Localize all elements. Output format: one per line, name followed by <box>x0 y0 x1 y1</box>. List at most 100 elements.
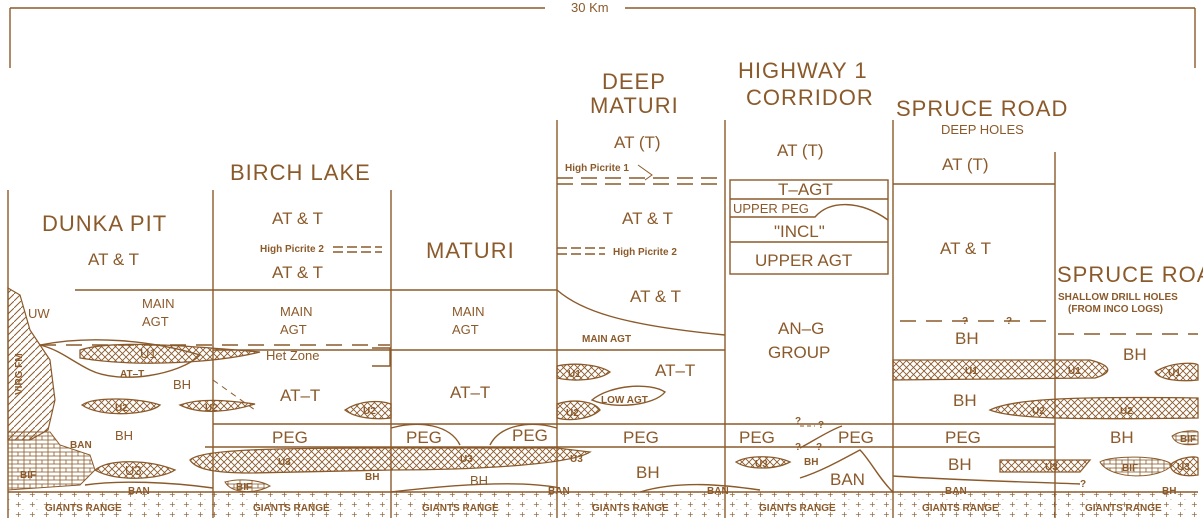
unit-label: GIANTS RANGE <box>253 503 330 514</box>
unit-label: U1 <box>568 369 581 380</box>
unit-label: AT–T <box>280 386 320 405</box>
unit-label: GIANTS RANGE <box>759 503 836 514</box>
unit-label: U2 <box>363 406 376 417</box>
unit-label: BH <box>1162 486 1176 497</box>
unit-label: BH <box>804 457 818 468</box>
unit-label: BAN <box>70 440 92 451</box>
unit-label: U2 <box>1120 406 1133 417</box>
unit-label: GIANTS RANGE <box>1085 503 1162 514</box>
unit-label: AN–G <box>778 319 824 338</box>
u1-unit <box>80 344 260 363</box>
unit-label: U2 <box>115 403 128 414</box>
unit-label: AT & T <box>622 209 673 228</box>
unit-label: BH <box>365 472 379 483</box>
unit-label: U1 <box>140 346 157 361</box>
unit-label: (FROM INCO LOGS) <box>1068 304 1163 315</box>
unit-label: AT (T) <box>614 133 661 152</box>
unit-label: "INCL" <box>774 222 825 241</box>
unit-label: U1 <box>965 366 978 377</box>
unit-label: ? <box>795 416 801 427</box>
unit-label: BH <box>115 428 133 443</box>
unit-label: ? <box>1006 316 1012 327</box>
unit-label: DEEP HOLES <box>941 122 1024 137</box>
column-title: SPRUCE ROAD <box>896 96 1068 121</box>
column-title: BIRCH LAKE <box>230 160 371 185</box>
unit-label: AT (T) <box>777 141 824 160</box>
unit-label: U3 <box>755 459 768 470</box>
unit-label: High Picrite 2 <box>613 247 677 258</box>
unit-label: High Picrite 2 <box>260 244 324 255</box>
unit-label: MAIN <box>452 304 485 319</box>
scale-label: 30 Km <box>571 0 609 15</box>
unit-label: BAN <box>548 486 570 497</box>
unit-label: PEG <box>512 426 548 445</box>
unit-label: ? <box>1080 479 1086 490</box>
unit-label: SHALLOW DRILL HOLES <box>1058 292 1178 303</box>
unit-label: ? <box>818 420 824 431</box>
unit-label: AT (T) <box>942 155 989 174</box>
u1-unit <box>557 364 610 380</box>
unit-label: U3 <box>1177 462 1190 473</box>
unit-label: GIANTS RANGE <box>422 503 499 514</box>
column-deep-maturi: DEEP MATURI AT (T) High Picrite 1 AT & T… <box>557 69 760 497</box>
unit-label: U2 <box>205 403 218 414</box>
unit-label: PEG <box>945 428 981 447</box>
unit-label: MAIN <box>280 304 313 319</box>
unit-label: BIF <box>236 482 252 493</box>
unit-label: AT & T <box>630 287 681 306</box>
unit-label: T–AGT <box>778 180 833 199</box>
column-title: DUNKA PIT <box>42 211 167 236</box>
unit-label: U3 <box>1045 462 1058 473</box>
unit-label: BIF <box>1180 434 1196 445</box>
unit-label: U3 <box>570 454 583 465</box>
unit-label: PEG <box>739 428 775 447</box>
unit-label: PEG <box>623 428 659 447</box>
unit-label: BH <box>1110 428 1134 447</box>
unit-label: High Picrite 1 <box>565 163 629 174</box>
unit-label: UPPER PEG <box>733 201 809 216</box>
unit-label: AT & T <box>88 250 139 269</box>
unit-label: AGT <box>280 322 307 337</box>
unit-label: BH <box>955 329 979 348</box>
unit-label: BH <box>470 473 488 488</box>
u2-unit <box>990 398 1198 419</box>
unit-label: U1 <box>1068 366 1081 377</box>
unit-label: U3 <box>125 463 142 478</box>
unit-label: BH <box>173 377 191 392</box>
column-highway-1: HIGHWAY 1 CORRIDOR AT (T) T–AGT UPPER PE… <box>730 58 893 492</box>
unit-label: GIANTS RANGE <box>592 503 669 514</box>
u3-unit <box>190 448 590 473</box>
unit-label: ? <box>816 442 822 453</box>
unit-label: AGT <box>452 322 479 337</box>
column-title: MATURI <box>590 93 679 118</box>
unit-label: BIF <box>1122 463 1138 474</box>
column-title: SPRUCE ROAD <box>1057 262 1203 287</box>
unit-label: GIANTS RANGE <box>922 503 999 514</box>
unit-label: BAN <box>128 486 150 497</box>
unit-label: U2 <box>1032 406 1045 417</box>
unit-label: AGT <box>142 314 169 329</box>
unit-label: UPPER AGT <box>755 251 852 270</box>
unit-label: BH <box>953 391 977 410</box>
unit-label: VIRG FM <box>14 353 25 395</box>
unit-label: BIF <box>20 470 36 481</box>
column-title: MATURI <box>426 238 515 263</box>
column-title: DEEP <box>602 69 666 94</box>
unit-label: U3 <box>278 457 291 468</box>
unit-label: Het Zone <box>266 348 319 363</box>
unit-label: LOW AGT <box>601 395 648 406</box>
unit-label: AT–T <box>450 383 490 402</box>
unit-label: U3 <box>460 454 473 465</box>
unit-label: GIANTS RANGE <box>45 503 122 514</box>
unit-label: MAIN <box>142 296 175 311</box>
unit-label: GROUP <box>768 343 830 362</box>
unit-label: BH <box>948 455 972 474</box>
unit-label: BAN <box>830 470 865 489</box>
column-title: CORRIDOR <box>746 85 874 110</box>
unit-label: UW <box>28 306 50 321</box>
unit-label: PEG <box>838 428 874 447</box>
unit-label: MAIN AGT <box>582 334 631 345</box>
scale-bar: 30 Km <box>10 0 1195 68</box>
